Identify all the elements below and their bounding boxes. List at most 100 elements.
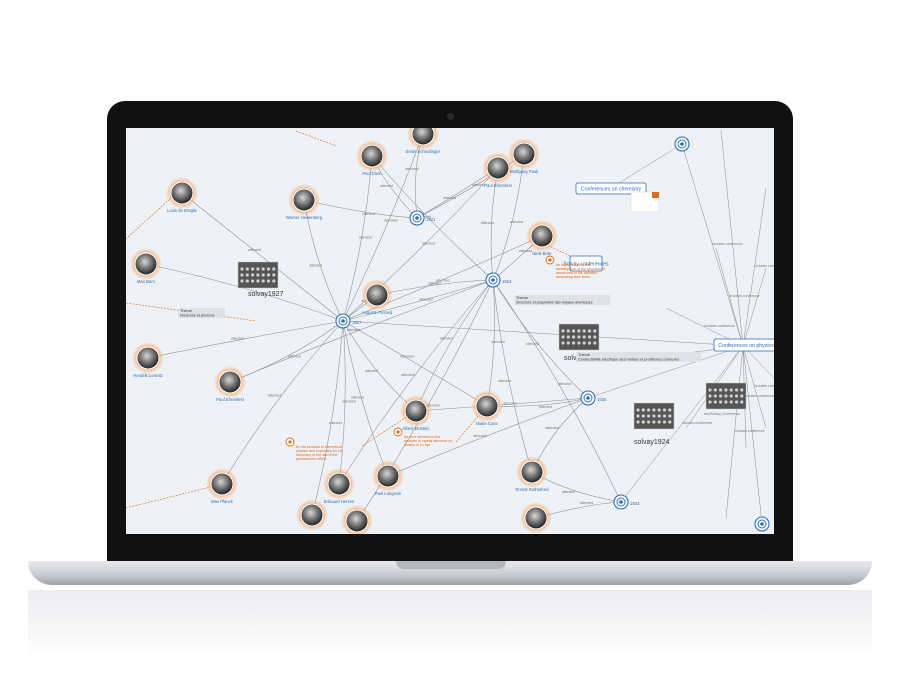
year-node[interactable]: 1927 [335,313,362,329]
person-node[interactable]: Max Planck [206,468,238,504]
person-node[interactable]: Paul Ehrenfest [214,366,246,402]
theme-bg [576,352,701,362]
web-thumbnail-accent [652,192,659,198]
target-ring-inner [616,497,626,507]
photo-figure [566,329,570,333]
person-node[interactable]: Erwin Schrodinger [406,128,441,154]
edge-label: attended [558,382,571,386]
person-node[interactable]: Werner Heisenberg [286,184,323,220]
photo-figure [587,329,592,333]
photo-figure [641,420,645,424]
person-node[interactable]: Louis de Broglie [166,177,198,213]
photo-figure [734,394,739,398]
person-node[interactable]: Max Born [130,248,162,284]
photo-figure [652,420,656,424]
photo-figure [740,394,744,398]
year-node[interactable]: 1930 [580,390,607,406]
photo-figure [729,394,733,398]
edge-label: attended [309,264,322,268]
person-label: Paul Langevin [375,491,402,496]
edge-label: attended [472,183,485,187]
year-label: 1924 [502,279,512,284]
photo-figure [272,273,276,277]
photo-figure [636,414,640,418]
portrait-avatar [292,188,316,212]
edge-label: includes conference [713,242,743,246]
person-node[interactable]: Hendrik Lorentz [132,342,164,378]
edge-label: attended [436,279,449,283]
category-box[interactable]: Conferences on chemistry [575,182,647,195]
edge-label: attended [443,196,456,200]
photo-figure [245,267,249,271]
photo-figure [245,273,249,277]
person-node[interactable]: Niels Bohr [526,220,558,256]
year-node[interactable]: 1924 [485,272,512,288]
graph-screen[interactable]: attended attended attended attended attended… [126,128,774,534]
photo-figure [261,279,265,283]
person-node[interactable]: Albert Einstein [400,395,432,431]
portrait-avatar [218,370,242,394]
portrait-avatar [345,509,369,533]
edge-label: attended [510,220,523,224]
target-dot [341,319,345,323]
edge-label: attended [401,373,414,377]
laptop-reflection [28,590,872,660]
target-ring-inner [583,393,593,403]
person-node[interactable]: Paul Langevin [372,460,404,496]
year-node[interactable] [674,136,690,152]
conference-photo-node[interactable]: solvay1924 [633,402,675,446]
conference-photo-node[interactable]: solvay1927 [237,261,284,298]
knowledge-graph[interactable]: attended attended attended attended attended… [126,128,774,534]
year-label: 1930 [597,397,607,402]
category-box[interactable]: Conferences on physics [713,338,774,352]
person-node[interactable]: Paul Dirac [356,140,388,176]
edge-label: attended [268,394,281,398]
person-label: Max Born [137,279,156,284]
target-ring-inner [338,316,348,326]
award-text: atoms and of the radiation [556,271,598,275]
photo-figure [266,267,271,271]
person-label: Paul Dirac [362,171,381,176]
edge-label: attended [545,426,558,430]
person-node[interactable]: Edouard Herzen [323,468,355,504]
photo-figure [251,273,255,277]
portrait-avatar [475,394,499,418]
conference-photo-node[interactable]: solvay10 [558,323,600,362]
year-node[interactable]: 1933 [613,494,640,510]
theme-bg [514,295,611,305]
conference-photo-node[interactable]: wiki/Solvay_Conference [704,382,747,416]
year-label: 1927 [352,320,362,325]
person-label: Erwin Schrodinger [406,149,441,154]
person-node[interactable]: Auguste Piccard [361,279,393,315]
photo-figure [261,273,265,277]
photo-figure [577,341,581,345]
target-dot [491,278,495,282]
portrait-avatar [170,181,194,205]
person-node[interactable] [341,505,373,534]
year-node[interactable] [754,516,770,532]
person-node[interactable]: Wolfgang Pauli [508,138,540,174]
theme-text: Structure et propriétés des noyaux atomi… [516,301,593,305]
edge-label: attended [503,402,516,406]
photo-figure [740,388,744,392]
photo-figure [729,388,733,392]
photo-figure [240,279,244,283]
edge-label: attended [380,184,393,188]
person-node[interactable] [520,502,552,534]
person-label: Auguste Piccard [362,310,393,315]
category-box-frame [569,255,603,272]
person-node[interactable] [296,499,328,531]
person-node[interactable]: Ernest Rutherford [515,456,549,492]
photo-figure [647,408,651,412]
person-node[interactable]: Paul Ehrenfest [482,152,514,188]
category-box[interactable]: Solvay conferences [563,255,609,272]
year-node[interactable]: 1921 [409,210,436,226]
edge-label: attended [519,249,532,253]
person-node[interactable]: Marie Curie [471,390,503,426]
